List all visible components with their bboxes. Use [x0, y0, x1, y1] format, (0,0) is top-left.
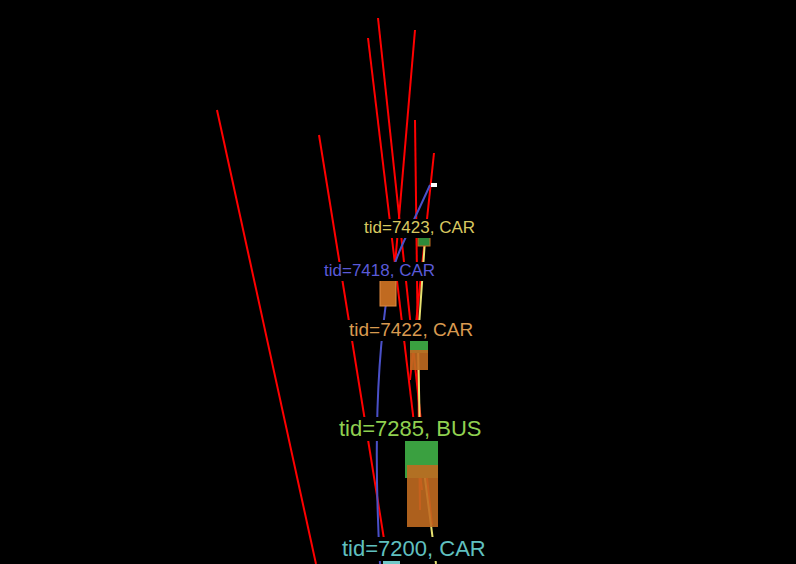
- marker: [431, 183, 437, 187]
- bus-box: [407, 465, 438, 527]
- track-label: tid=7200, CAR: [340, 537, 488, 561]
- track-label: tid=7423, CAR: [362, 219, 477, 238]
- vehicle-box: [410, 350, 428, 370]
- trajectory-lines: [217, 18, 434, 564]
- track-label: tid=7285, BUS: [337, 417, 483, 441]
- track-label: tid=7418, CAR: [322, 262, 437, 281]
- track-label: tid=7422, CAR: [347, 320, 475, 341]
- vehicle-box: [380, 278, 396, 306]
